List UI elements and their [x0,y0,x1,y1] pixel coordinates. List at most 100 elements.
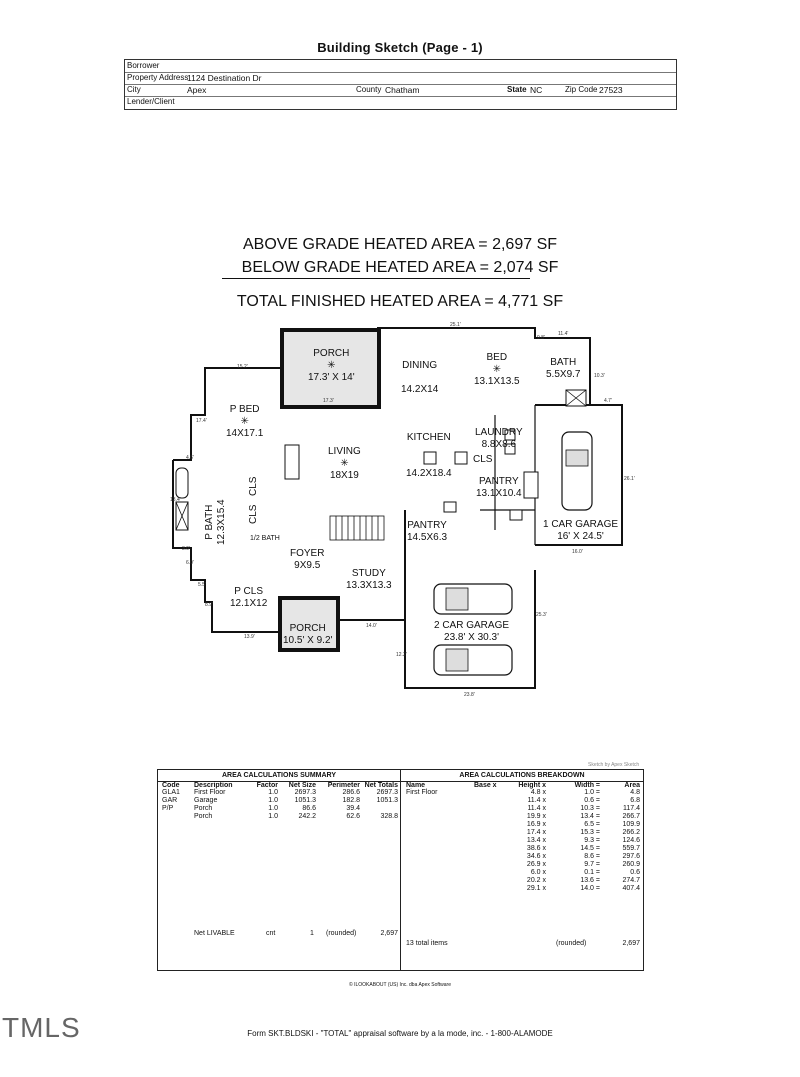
room-half-bath: 1/2 BATH [250,535,280,542]
ceiling-fan-icon: ✳ [492,364,501,375]
cnt-label: cnt [266,930,276,937]
table-cell: 86.6 [302,805,316,812]
state-value: NC [530,85,543,95]
table-cell: First Floor [194,789,226,796]
lender-label: Lender/Client [127,97,175,106]
room-porch-top: PORCH✳17.3' X 14' [308,348,355,383]
breakdown-cell: 10.3 = [580,805,600,812]
table-cell: Garage [194,797,218,804]
below-grade-area: BELOW GRADE HEATED AREA = 2,074 SF [241,259,559,276]
dim-label: 17.4' [196,418,207,424]
state-label: State [507,85,527,94]
dim-label: 16.0' [572,549,583,555]
dim-label: 25.3' [536,612,547,618]
dim-label: 4.6' [186,455,194,461]
breakdown-cell: 11.4 x [527,797,546,804]
table-row: P/P [162,805,174,812]
summary-title: AREA CALCULATIONS SUMMARY [221,772,337,779]
lender-row: Lender/Client [125,96,676,108]
net-livable-total: 2,697 [380,930,398,937]
breakdown-cell: 4.8 [630,789,640,796]
room-primary-bed: P BED✳14X17.1 [226,404,264,439]
county-value: Chatham [385,85,420,95]
table-cell: 1051.3 [294,797,316,804]
dim-label: 25.1' [450,322,461,328]
breakdown-title: AREA CALCULATIONS BREAKDOWN [459,772,585,779]
dim-label: 6.0' [186,560,194,566]
city-row: City Apex County Chatham State NC Zip Co… [125,84,676,97]
breakdown-header-height: Height x [518,782,546,789]
total-items: 13 total items [406,940,448,947]
summary-header-code: Code [162,782,180,789]
breakdown-cell: 407.4 [622,885,640,892]
breakdown-cell: 1.0 = [584,789,600,796]
breakdown-cell: 17.4 x [526,829,546,836]
breakdown-header-name: Name [406,782,426,789]
cnt-value: 1 [310,930,314,937]
summary-header-perimeter: Perimeter [327,782,360,789]
dim-label: 11.4' [558,331,569,337]
ceiling-fan-icon: ✳ [340,458,349,469]
summary-header-net-totals: Net Totals [364,782,398,789]
address-label: Property Address [127,73,189,82]
summary-header-factor: Factor [256,782,278,789]
breakdown-cell: 13.6 = [580,877,600,884]
address-row: Property Address 1124 Destination Dr [125,72,676,85]
area-calculations: AREA CALCULATIONS SUMMARY Code Descripti… [157,769,644,971]
county-label: County [356,85,382,94]
table-cell: 1.0 [268,805,278,812]
summary-header-description: Description [194,782,233,789]
table-cell: 286.6 [342,789,360,796]
table-cell: 1051.3 [376,797,398,804]
table-cell: 1.0 [268,789,278,796]
breakdown-cell: 117.4 [623,805,640,812]
breakdown-cell: 11.4 x [527,805,546,812]
breakdown-cell: 20.2 x [526,877,546,884]
breakdown-cell: 16.9 x [526,821,546,828]
closet-1: CLS [248,476,259,496]
breakdown-cell: 109.9 [622,821,640,828]
dim-label: 10.3' [594,373,605,379]
table-divider [400,770,401,970]
breakdown-cell: 0.1 = [584,869,600,876]
breakdown-cell: 266.7 [622,813,640,820]
breakdown-cell: 34.6 x [526,853,546,860]
breakdown-cell: 26.9 x [526,861,546,868]
breakdown-cell: 6.0 x [530,869,546,876]
table-cell: Porch [194,813,213,820]
total-finished-area: TOTAL FINISHED HEATED AREA = 4,771 SF [236,293,564,310]
table-row: GAR [162,797,178,804]
closet-2: CLS [248,504,259,524]
breakdown-cell: 260.9 [622,861,640,868]
dim-label: 23.8' [464,692,475,698]
dim-label: 5.5' [198,582,206,588]
breakdown-cell: 124.6 [622,837,640,844]
dim-label: 15.2' [237,364,248,370]
table-cell: 39.4 [346,805,360,812]
floor-plan [172,327,623,689]
page-title: Building Sketch (Page - 1) [317,40,483,55]
dim-label: 14.0' [366,623,377,629]
sketch-watermark: Sketch by Apex Sketch [588,762,640,768]
city-label: City [127,85,141,94]
breakdown-cell: 19.9 x [526,813,546,820]
table-cell: 2697.3 [294,789,316,796]
table-cell: 1.0 [268,797,278,804]
dim-label: 12.2' [396,652,407,658]
table-cell: 242.2 [298,813,316,820]
dim-label: 26.1' [624,476,635,482]
breakdown-cell: 29.1 x [526,885,546,892]
room-bed: BED✳13.1X13.5 [474,352,520,387]
property-header: Borrower Property Address 1124 Destinati… [124,59,677,110]
table-cell: 182.8 [342,797,360,804]
dim-label: 4.7' [604,398,612,404]
table-cell: Porch [194,805,213,812]
form-footer: Form SKT.BLDSKI - "TOTAL" appraisal soft… [247,1029,553,1038]
breakdown-total: 2,697 [622,940,640,947]
summary-header-net-size: Net Size [288,782,316,789]
